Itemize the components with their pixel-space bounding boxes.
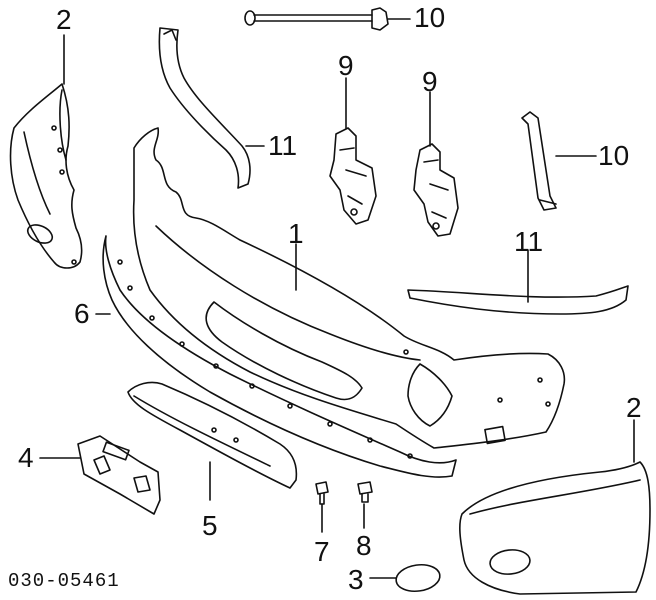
figure-reference-number: 030-05461 bbox=[8, 570, 120, 592]
callout-10-top: 10 bbox=[414, 2, 446, 33]
part-11-upper-molding bbox=[158, 27, 251, 189]
callout-3: 3 bbox=[348, 564, 364, 595]
part-2-left-end-cap bbox=[9, 83, 83, 269]
part-9-left-bracket bbox=[329, 127, 377, 225]
callout-6: 6 bbox=[74, 298, 90, 329]
part-1-front-bumper bbox=[132, 127, 566, 449]
part-10-top-stay bbox=[244, 7, 389, 31]
callout-9-right: 9 bbox=[422, 66, 438, 97]
part-4-license-bracket bbox=[77, 435, 161, 515]
callout-4: 4 bbox=[18, 442, 34, 473]
callout-2-left: 2 bbox=[56, 4, 72, 35]
callout-8: 8 bbox=[356, 530, 372, 561]
callout-7: 7 bbox=[314, 536, 330, 567]
leader-lines bbox=[39, 18, 635, 579]
callout-1: 1 bbox=[288, 218, 304, 249]
callout-2-right: 2 bbox=[626, 392, 642, 423]
part-11-lower-molding bbox=[407, 285, 629, 315]
part-6-reinforcement bbox=[102, 235, 457, 478]
part-8-bolt bbox=[357, 481, 373, 503]
callout-9-left: 9 bbox=[338, 50, 354, 81]
part-10-right-stay bbox=[521, 111, 557, 211]
callout-11-right: 11 bbox=[514, 226, 544, 257]
part-7-bolt bbox=[315, 481, 329, 505]
part-3-cover bbox=[395, 563, 441, 593]
part-9-right-bracket bbox=[413, 143, 459, 237]
part-5-lower-valance bbox=[127, 381, 298, 489]
part-2-right-end-cap bbox=[459, 461, 651, 595]
callout-11-top: 11 bbox=[268, 130, 298, 161]
callout-10-right: 10 bbox=[598, 140, 630, 171]
callout-5: 5 bbox=[202, 510, 218, 541]
